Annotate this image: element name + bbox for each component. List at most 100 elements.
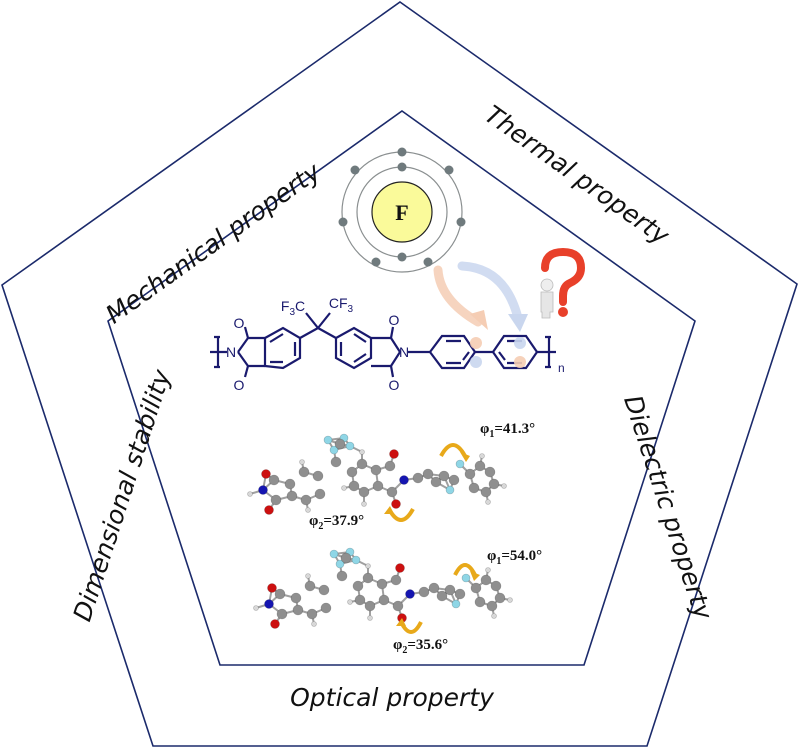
atom-o: [264, 505, 274, 515]
atom-c: [430, 476, 442, 488]
atom-c: [354, 594, 366, 606]
atom-c: [298, 466, 310, 478]
atom-c: [392, 600, 404, 612]
atom-h: [299, 459, 305, 465]
atom-h: [501, 483, 507, 489]
label-optical-property: Optical property: [290, 683, 495, 712]
rotation-arrow-phi1-conf1: [439, 443, 467, 458]
atom-f: [345, 441, 355, 451]
atom-c: [386, 486, 398, 498]
atom-c: [364, 600, 376, 612]
atom-c: [490, 580, 502, 592]
atom-c: [290, 592, 302, 604]
label-thermal-property: Thermal property: [479, 100, 675, 251]
phi2-label-conf2: φ2=35.6°: [393, 637, 448, 656]
atom-c: [286, 490, 298, 502]
atom-c: [314, 488, 326, 500]
highlight-dot-orange-1: [470, 337, 482, 349]
atom-c: [318, 584, 330, 596]
atom-c: [312, 470, 324, 482]
atom-c: [480, 574, 492, 586]
rotation-arrow-phi2-conf1: [387, 507, 415, 522]
phi1-label-conf2: φ1=54.0°: [487, 548, 542, 567]
atom-o: [395, 563, 405, 573]
conformer-2-model: [253, 547, 513, 629]
electrons: [338, 147, 466, 267]
atom-c: [372, 480, 384, 492]
atom-c: [436, 590, 448, 602]
highlight-dot-blue-1: [470, 356, 482, 368]
atom-c: [484, 466, 496, 478]
atom-c: [454, 588, 466, 600]
atom-c: [304, 580, 316, 592]
atom-c: [444, 584, 456, 596]
atom-h: [491, 613, 497, 619]
atom-f: [329, 549, 339, 559]
atom-c: [268, 474, 280, 486]
repeat-unit-n: n: [558, 361, 565, 375]
atom-symbol: F: [395, 200, 408, 225]
atom-h: [253, 605, 259, 611]
atom-h: [305, 507, 311, 513]
cf3-left-label: F3C: [281, 298, 305, 318]
highlight-dot-orange-2: [514, 356, 526, 368]
label-dielectric-property: Dielectric property: [618, 392, 718, 625]
atom-c: [428, 582, 440, 594]
atom-n: [264, 599, 274, 609]
atom-c: [480, 486, 492, 498]
atom-c: [340, 552, 352, 564]
atom-n: [399, 475, 409, 485]
arrow-blue-icon: [457, 261, 523, 323]
atom-c: [300, 494, 312, 506]
atom-c: [362, 572, 374, 584]
atom-c: [418, 586, 430, 598]
atom-c: [422, 468, 434, 480]
atom-label-n-left: N: [226, 344, 236, 360]
atom-h: [485, 567, 491, 573]
atom-c: [376, 578, 388, 590]
atom-c: [334, 438, 346, 450]
atom-h: [311, 621, 317, 627]
atom-f: [329, 445, 339, 455]
rotation-arrow-phi1-conf2: [453, 563, 477, 576]
atom-h: [365, 563, 371, 569]
atom-c: [474, 460, 486, 472]
atom-c: [378, 594, 390, 606]
atom-c: [346, 466, 358, 478]
atom-f: [455, 459, 465, 469]
phi1-label-conf1: φ1=41.3°: [480, 421, 535, 440]
cf3-right-label: CF3: [329, 295, 354, 315]
atom-o: [389, 449, 399, 459]
atom-n: [405, 589, 415, 599]
atom-f: [351, 555, 361, 565]
atom-f: [335, 559, 345, 569]
atom-h: [361, 501, 367, 507]
atom-h: [347, 599, 353, 605]
atom-h: [507, 597, 513, 603]
atom-c: [384, 460, 396, 472]
label-dimensional-stability: Dimensional stability: [68, 365, 177, 625]
atom-label-o-bottom-left: O: [234, 377, 245, 393]
atom-o: [391, 499, 401, 509]
atom-c: [474, 596, 486, 608]
conformer-1-model: [247, 433, 507, 515]
atom-c: [284, 478, 296, 490]
atom-c: [448, 474, 460, 486]
phi2-label-conf1: φ2=37.9°: [309, 513, 364, 532]
atom-n: [258, 485, 268, 495]
inner-pentagon: [107, 110, 696, 666]
atom-c: [276, 608, 288, 620]
atom-label-o-top-left: O: [234, 315, 245, 331]
atom-c: [488, 478, 500, 490]
atom-c: [348, 480, 360, 492]
thinking-person-question-icon: [540, 247, 586, 319]
atom-c: [352, 580, 364, 592]
atom-h: [485, 499, 491, 505]
atom-h: [479, 453, 485, 459]
atom-c: [292, 604, 304, 616]
atom-c: [412, 472, 424, 484]
atom-c: [390, 574, 402, 586]
atom-h: [359, 449, 365, 455]
atom-h: [247, 491, 253, 497]
atom-c: [336, 570, 348, 582]
